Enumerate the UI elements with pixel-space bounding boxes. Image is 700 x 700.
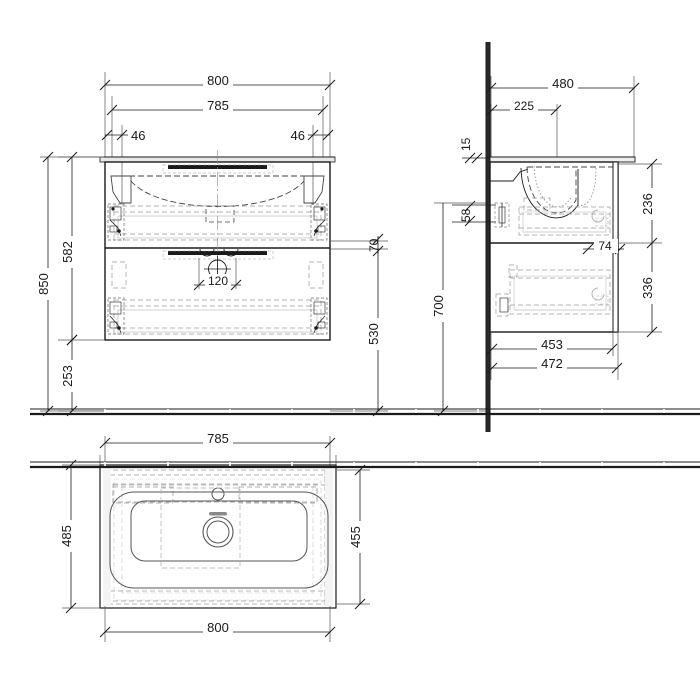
dim-text-700: 700 bbox=[431, 295, 446, 317]
dim-front-46-left: 46 bbox=[101, 128, 145, 143]
plan-bottom-ext-lines bbox=[104, 606, 331, 642]
dim-side-236: 236 bbox=[640, 158, 660, 249]
dim-side-700: 700 bbox=[431, 203, 451, 417]
front-upper-runner-left bbox=[107, 203, 125, 241]
dim-side-472: 472 bbox=[486, 356, 623, 374]
front-elevation-view: 800 785 46 46 bbox=[36, 72, 388, 417]
dim-text-472: 472 bbox=[541, 356, 563, 371]
dim-plan-485: 485 bbox=[59, 459, 79, 614]
front-lower-drawer-inner bbox=[117, 309, 318, 333]
side-lower-runner-hardware bbox=[499, 287, 609, 313]
dim-side-453: 453 bbox=[486, 337, 618, 355]
side-right-ext-lines bbox=[618, 163, 662, 333]
side-lower-drawer-inner bbox=[513, 275, 607, 311]
dim-text-336: 336 bbox=[640, 277, 655, 299]
dim-front-582: 582 bbox=[60, 151, 80, 346]
front-drain-rollers bbox=[199, 248, 239, 257]
dim-front-253: 253 bbox=[60, 334, 80, 417]
plan-basin-bowl-inner bbox=[130, 500, 308, 562]
dim-side-225: 225 bbox=[486, 99, 562, 116]
floor-line-upper bbox=[30, 408, 700, 416]
plan-basin-bowl-outer bbox=[109, 491, 329, 589]
dim-text-480: 480 bbox=[552, 76, 574, 91]
dim-text-225: 225 bbox=[514, 99, 534, 113]
plan-inner-drawers bbox=[112, 483, 318, 504]
dim-text-120: 120 bbox=[208, 274, 228, 288]
side-upper-drawer-box bbox=[518, 197, 611, 236]
front-extension-lines bbox=[104, 72, 331, 205]
dim-front-800: 800 bbox=[99, 73, 336, 91]
front-120-ext bbox=[198, 258, 237, 289]
dim-text-485: 485 bbox=[59, 525, 74, 547]
front-trap-box bbox=[205, 205, 235, 223]
dim-text-850: 850 bbox=[36, 273, 51, 295]
dim-side-58: 58 bbox=[452, 200, 496, 227]
plan-view: 785 bbox=[59, 431, 370, 642]
dim-text-253: 253 bbox=[60, 365, 75, 387]
dim-text-453: 453 bbox=[541, 337, 563, 352]
floor-hatch-gaps-upper bbox=[104, 409, 665, 413]
dim-text-plan-800: 800 bbox=[207, 620, 229, 635]
dim-text-785: 785 bbox=[207, 98, 229, 113]
dim-plan-800: 800 bbox=[99, 620, 336, 638]
dim-text-582: 582 bbox=[60, 241, 75, 263]
dim-front-120: 120 bbox=[193, 274, 242, 291]
side-bottom-ext-lines bbox=[490, 332, 619, 380]
side-extension-lines bbox=[490, 76, 635, 160]
front-lower-drawer-box bbox=[111, 261, 324, 335]
side-countertop bbox=[489, 156, 636, 163]
dim-text-800: 800 bbox=[207, 73, 229, 88]
plan-waste-drain bbox=[202, 516, 234, 548]
dim-front-785: 785 bbox=[106, 98, 329, 116]
dim-plan-455: 455 bbox=[348, 464, 368, 610]
dim-text-46-left: 46 bbox=[131, 128, 145, 143]
front-upper-runner-right bbox=[310, 203, 328, 241]
front-lower-drawer-handle bbox=[162, 250, 274, 260]
plan-left-ext-lines bbox=[62, 464, 99, 609]
front-lower-runner-right bbox=[310, 297, 328, 335]
dim-text-455: 455 bbox=[348, 526, 363, 548]
side-upper-runner-hardware bbox=[591, 209, 609, 227]
dim-text-530: 530 bbox=[366, 323, 381, 345]
dim-front-850: 850 bbox=[36, 151, 56, 417]
plan-basin-top bbox=[99, 464, 337, 609]
wall-line-plan bbox=[30, 461, 700, 469]
dim-text-15: 15 bbox=[459, 137, 473, 151]
plan-drawer-hidden bbox=[113, 478, 322, 601]
dim-side-336: 336 bbox=[640, 243, 660, 338]
dim-front-530: 530 bbox=[366, 249, 386, 417]
dim-text-46-right: 46 bbox=[291, 128, 305, 143]
front-lower-runner-left bbox=[107, 297, 125, 335]
side-wall-bracket bbox=[494, 202, 510, 228]
wall-hatch-gaps-plan bbox=[104, 462, 665, 466]
dim-text-74: 74 bbox=[598, 239, 612, 253]
dim-front-46-right: 46 bbox=[291, 128, 334, 143]
dim-text-58: 58 bbox=[459, 208, 473, 222]
dim-text-plan-785: 785 bbox=[207, 431, 229, 446]
dim-plan-785: 785 bbox=[99, 431, 336, 449]
side-lower-drawer-box bbox=[495, 264, 611, 317]
side-upper-drawer-inner bbox=[522, 211, 607, 233]
plan-side-panels bbox=[103, 468, 333, 606]
dim-side-74: 74 bbox=[582, 239, 626, 255]
plan-overflow-slot bbox=[209, 512, 227, 516]
dim-side-480: 480 bbox=[485, 76, 640, 94]
dim-text-70: 70 bbox=[367, 238, 381, 252]
dim-text-236: 236 bbox=[640, 193, 655, 215]
side-elevation-view: 480 225 15 58 bbox=[431, 42, 662, 432]
plan-right-ext-lines bbox=[337, 469, 370, 605]
